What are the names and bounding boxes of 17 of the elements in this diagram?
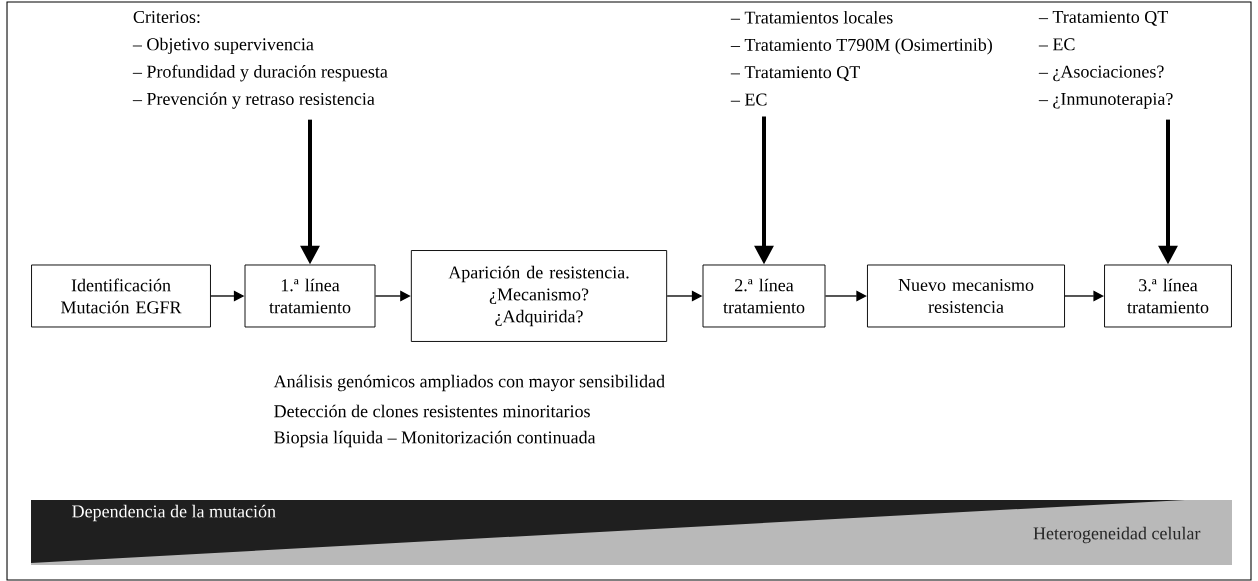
arrow	[824, 290, 867, 302]
process-box: Identificación Mutación EGFR	[31, 264, 211, 328]
note-text: Biopsia líquida – Monitorización continuada	[274, 430, 596, 448]
arrow	[374, 290, 411, 302]
criteria-list: – Tratamientos locales – Tratamiento T790M (Osimertinib) – Tratamiento QT – EC	[730, 10, 992, 106]
process-box: 3.ª línea tratamiento	[1104, 264, 1232, 328]
criteria-list: – Tratamiento QT – EC – ¿Asociaciones? – ¿Inmunoterapia?	[1038, 10, 1173, 109]
band-label: Heterogeneidad celular	[1033, 526, 1201, 544]
process-box: Aparición de resistencia. ¿Mecanismo? ¿Adquirida?	[410, 250, 668, 342]
process-box: Nuevo mecanismo resistencia	[867, 264, 1065, 328]
process-box: 2.ª línea tratamiento	[702, 264, 826, 328]
process-box: 1.ª línea tratamiento	[244, 264, 376, 328]
criteria-list: Criterios: – Objetivo supervivencia – Profundidad y duración respuesta – Prevención y retraso resistencia	[132, 10, 388, 109]
note-text: Análisis genómicos ampliados con mayor sensibilidad	[273, 374, 665, 392]
note-text: Detección de clones resistentes minoritarios	[274, 404, 590, 418]
arrow	[1064, 290, 1104, 302]
band-label: Dependencia de la mutación	[72, 504, 276, 522]
